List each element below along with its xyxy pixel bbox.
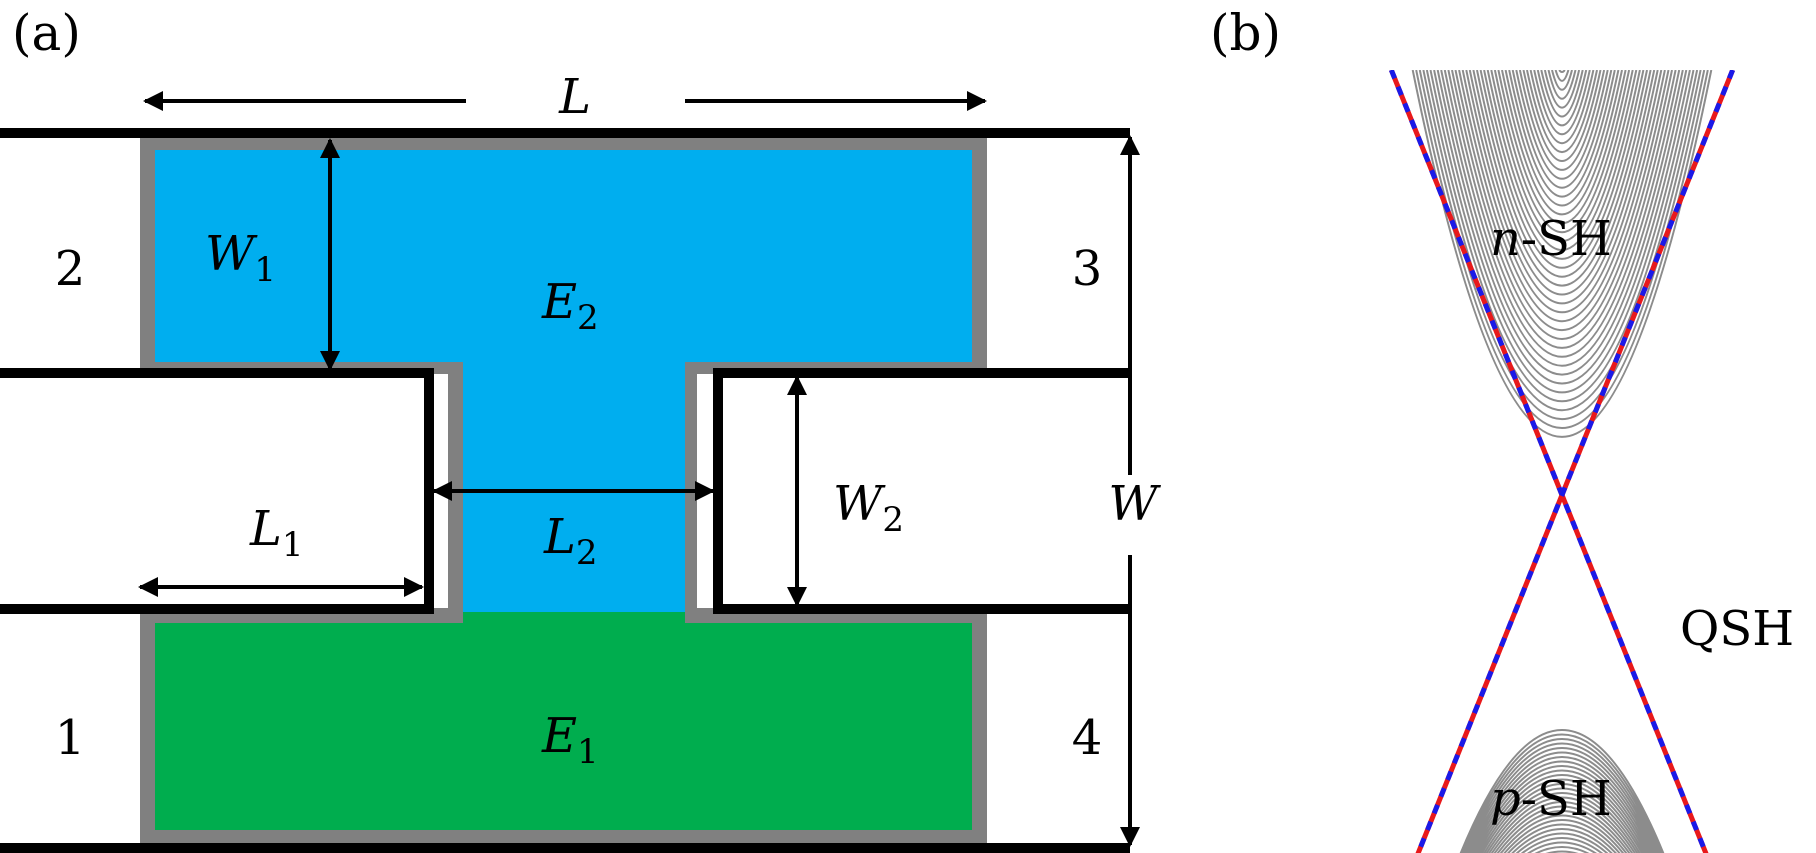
edge-state-1-blue <box>1388 70 1709 853</box>
neck-length-label: L2 <box>543 509 598 573</box>
length-label: L <box>558 69 591 125</box>
lower-energy-label: E1 <box>541 708 599 772</box>
upper-width-label: W1 <box>205 226 276 290</box>
arm-length-label: L1 <box>249 501 304 565</box>
edge-state-2-blue <box>1415 70 1736 853</box>
lower-region <box>155 612 972 830</box>
left-notch-wall <box>0 368 434 614</box>
dimension-arrows <box>138 91 1140 847</box>
bulk-valence-bands <box>1459 729 1665 853</box>
lead-walls <box>0 128 1130 853</box>
lead-4-label: 4 <box>1072 710 1103 766</box>
panel-b: (b) n-SH QSH p-SH <box>1210 4 1794 853</box>
lead-2-label: 2 <box>55 241 86 297</box>
upper-region <box>155 150 972 612</box>
qsh-label: QSH <box>1680 601 1794 657</box>
neck-width-label: W2 <box>833 476 904 540</box>
right-notch-wall <box>713 368 1130 614</box>
n-sh-label: n-SH <box>1490 211 1612 267</box>
edge-states <box>1388 70 1736 853</box>
lead-1-label: 1 <box>55 710 86 766</box>
lead-3-label: 3 <box>1072 241 1103 297</box>
bulk-conduction-bands <box>1411 70 1713 438</box>
p-sh-label: p-SH <box>1490 771 1612 827</box>
upper-energy-label: E2 <box>541 274 599 338</box>
panel-a-label: (a) <box>12 4 81 62</box>
width-label: W <box>1108 476 1161 532</box>
panel-b-label: (b) <box>1210 4 1281 62</box>
panel-a: (a) L W W1 <box>0 4 1161 853</box>
